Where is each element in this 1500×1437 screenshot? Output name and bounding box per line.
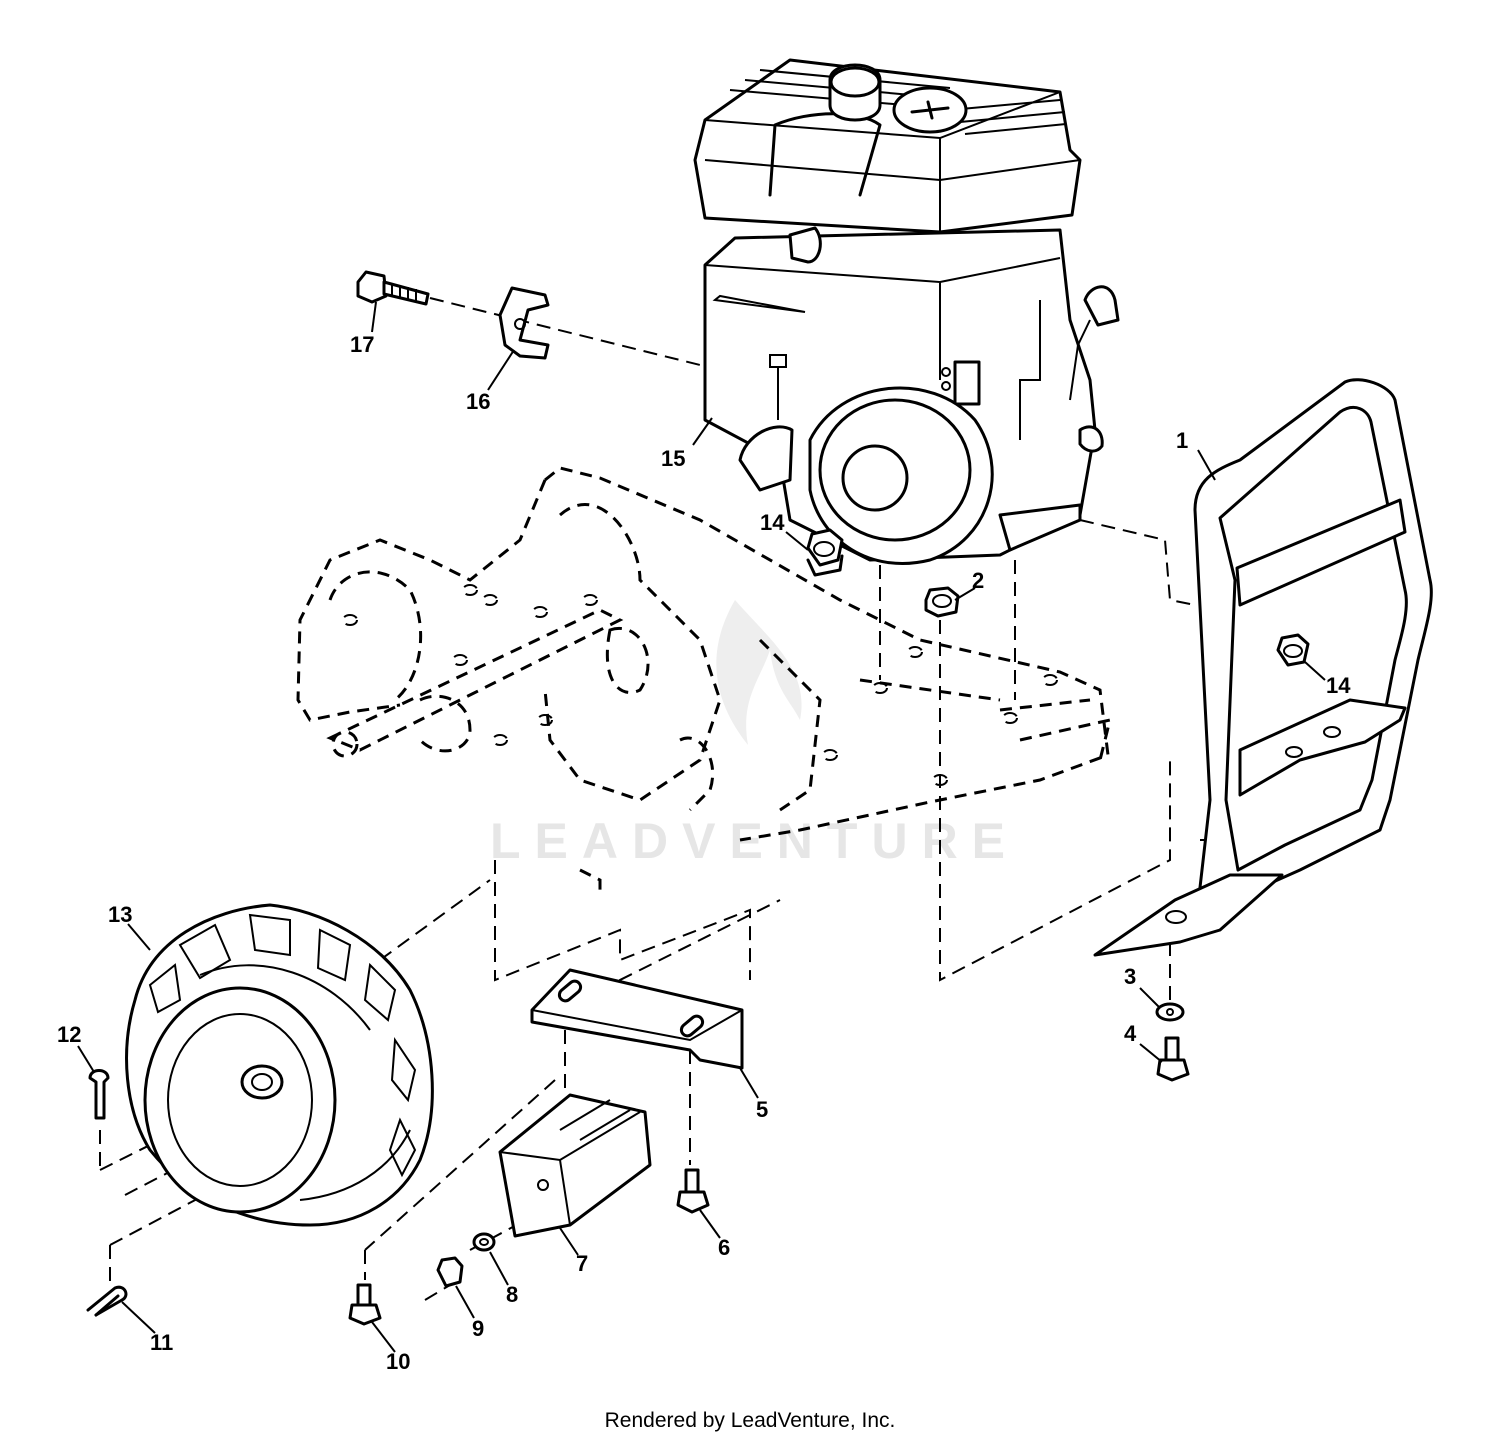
callout-4: 4 — [1124, 1021, 1137, 1046]
hairpin-11 — [86, 1285, 128, 1317]
bolt-6 — [676, 1168, 710, 1214]
bolt-4 — [1155, 1002, 1190, 1082]
callout-9: 9 — [472, 1316, 484, 1341]
callout-12: 12 — [57, 1022, 81, 1047]
callout-13: 13 — [108, 902, 132, 927]
callout-14-right: 14 — [1326, 673, 1351, 698]
washer-8 — [472, 1232, 496, 1252]
block-7 — [498, 1093, 652, 1238]
bolt-10 — [348, 1283, 382, 1326]
callout-11: 11 — [150, 1330, 173, 1355]
callout-leaders — [77, 301, 1326, 1353]
watermark: LEADVENTURE — [490, 600, 1019, 869]
tiller-housing-outline — [296, 466, 1113, 890]
flange-nut-2 — [924, 586, 960, 618]
hex-nut-14-left — [806, 528, 844, 577]
footer-credit: Rendered by LeadVenture, Inc. — [605, 1409, 896, 1432]
watermark-text: LEADVENTURE — [490, 813, 1019, 869]
callout-14-left: 14 — [760, 510, 785, 535]
callout-10: 10 — [386, 1349, 410, 1374]
hex-nut-14-right — [1276, 633, 1310, 667]
clevis-pin-12 — [88, 1069, 110, 1120]
engine — [693, 58, 1120, 565]
callout-8: 8 — [506, 1282, 518, 1307]
bumper-guard — [1093, 378, 1433, 957]
callout-1: 1 — [1176, 428, 1188, 453]
callout-15: 15 — [661, 446, 685, 471]
callout-17: 17 — [350, 332, 374, 357]
callout-7: 7 — [576, 1251, 588, 1276]
bolt-17 — [356, 270, 430, 306]
callout-labels: 1 2 3 4 5 6 7 8 9 10 11 12 13 14 14 15 1… — [57, 332, 1351, 1374]
callout-5: 5 — [756, 1097, 768, 1122]
callout-2: 2 — [972, 568, 984, 593]
callout-3: 3 — [1124, 964, 1136, 989]
callout-6: 6 — [718, 1235, 730, 1260]
nut-9 — [436, 1256, 464, 1288]
tire-wheel-13 — [125, 903, 434, 1227]
plate-5 — [530, 968, 744, 1070]
callout-16: 16 — [466, 389, 490, 414]
clip-16 — [498, 286, 550, 360]
